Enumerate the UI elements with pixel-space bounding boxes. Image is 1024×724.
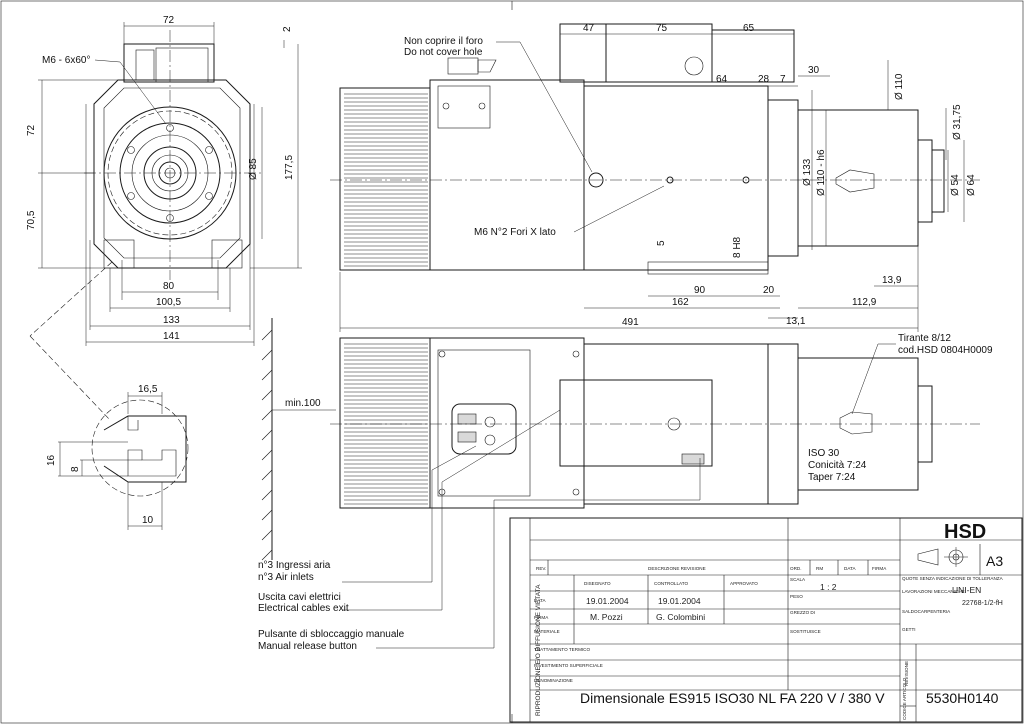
col-disegnato: DISEGNATO <box>584 581 611 586</box>
checked-by: G. Colombini <box>656 612 705 622</box>
row-rivestimento: RIVESTIMENTO SUPERFICIALE <box>534 663 603 668</box>
wall: min.100 <box>261 318 336 561</box>
dim-70-5: 70,5 <box>26 210 37 230</box>
dim-75: 75 <box>656 23 668 34</box>
col-approvato: APPROVATO <box>730 581 758 586</box>
dim-72-left: 72 <box>26 124 37 136</box>
hdr-firma: FIRMA <box>872 566 887 571</box>
dim-47: 47 <box>583 23 595 34</box>
date-checked: 19.01.2004 <box>658 596 701 606</box>
dim-72-top: 72 <box>163 15 175 26</box>
hdr-rev: REV. <box>536 566 546 571</box>
dim-5: 5 <box>656 240 667 246</box>
legend-air-it: n°3 Ingressi aria <box>258 560 331 571</box>
title-block: REV. DESCRIZIONE REVISIONE ORD. RM DATA … <box>509 517 1023 723</box>
dim-diam-110: Ø 110 <box>894 73 905 100</box>
dim-8-h8: 8 H8 <box>732 236 743 258</box>
detail-view: 16,5 16 8 10 <box>46 384 189 530</box>
tolerance-note: QUOTE SENZA INDICAZIONE DI TOLLERANZA <box>902 576 1004 581</box>
conicity-label: Conicità 7:24 <box>808 460 867 471</box>
legend-air-en: n°3 Air inlets <box>258 572 314 583</box>
dim-100-5: 100,5 <box>156 297 181 308</box>
row-materiale: MATERIALE <box>534 629 560 634</box>
dim-diam-110-h6: Ø 110 - h6 <box>816 149 827 196</box>
standard: UNI-EN <box>952 585 981 595</box>
date-drawn: 19.01.2004 <box>586 596 629 606</box>
detail-dim-16-5: 16,5 <box>138 384 158 395</box>
dim-diam-85: Ø 85 <box>248 158 259 180</box>
dim-64: 64 <box>716 74 728 85</box>
drawing-code: 5530H0140 <box>926 690 999 706</box>
col-peso: PESO <box>790 594 803 599</box>
sheet-format: A3 <box>986 553 1003 569</box>
col-grezzo: GREZZO DI <box>790 610 815 615</box>
row-data: DATA <box>534 598 547 603</box>
dim-80: 80 <box>163 281 175 292</box>
row-firma: FIRMA <box>534 615 549 620</box>
dim-491: 491 <box>622 317 639 328</box>
hdr-rm: RM <box>816 566 823 571</box>
dim-133: 133 <box>163 315 180 326</box>
top-view: Tirante 8/12 cod.HSD 0804H0009 ISO 30 Co… <box>330 333 993 509</box>
legend-release-it: Pulsante di sbloccaggio manuale <box>258 629 405 640</box>
note-do-not-cover-it: Non coprire il foro <box>404 36 483 47</box>
side-view: 47 75 65 64 28 7 30 Ø 110 Ø 31,75 Ø 133 … <box>330 23 980 332</box>
dim-7: 7 <box>780 74 786 85</box>
iso-label: ISO 30 <box>808 448 840 459</box>
dim-177-5: 177,5 <box>284 155 295 180</box>
drawing-title: Dimensionale ES915 ISO30 NL FA 220 V / 3… <box>580 690 885 706</box>
legend-cables-it: Uscita cavi elettrici <box>258 592 341 603</box>
hdr-ord: ORD. <box>790 566 801 571</box>
hdr-desc: DESCRIZIONE REVISIONE <box>648 566 706 571</box>
codice: CODICE ARTICOLO <box>902 677 907 720</box>
col-controllato: CONTROLLATO <box>654 581 688 586</box>
dim-30: 30 <box>808 65 820 76</box>
dim-13-9: 13,9 <box>882 275 902 286</box>
vertical-note: RIPRODUZIONE E/O DIFFUSIONE VIETATA <box>535 584 542 716</box>
col-scala: SCALA <box>790 577 806 582</box>
dim-65: 65 <box>743 23 755 34</box>
min-distance: min.100 <box>285 398 321 409</box>
legend-cables-en: Electrical cables exit <box>258 603 349 614</box>
lavorazioni: LAVORAZIONI MECCANICHE <box>902 589 965 594</box>
dim-141: 141 <box>163 331 180 342</box>
brand-logo: HSD <box>944 521 986 543</box>
holes-note: M6 N°2 Fori X lato <box>474 227 556 238</box>
detail-dim-16: 16 <box>46 454 57 466</box>
dim-diam-31-75: Ø 31,75 <box>952 104 963 140</box>
tie-rod-label: Tirante 8/12 <box>898 333 951 344</box>
dim-90: 90 <box>694 285 706 296</box>
row-trattamento: TRATTAMENTO TERMICO <box>534 647 590 652</box>
tie-rod-code: cod.HSD 0804H0009 <box>898 345 993 356</box>
dim-2: 2 <box>282 26 293 32</box>
front-view: 72 2 72 70,5 Ø 85 177,5 80 100,5 133 141 <box>26 15 302 421</box>
col-sostituisce: SOSTITUISCE <box>790 629 821 634</box>
dim-diam-54: Ø 54 <box>950 174 961 196</box>
standard-code: 22768-1/2-fH <box>962 600 1003 607</box>
getti: GETTI <box>902 627 916 632</box>
detail-dim-10: 10 <box>142 515 154 526</box>
revisione: REVISIONE <box>904 661 909 686</box>
legend: n°3 Ingressi aria n°3 Air inlets Uscita … <box>258 560 405 652</box>
detail-dim-8: 8 <box>70 466 81 472</box>
thread-label: M6 - 6x60° <box>42 55 90 66</box>
scale-value: 1 : 2 <box>820 582 837 592</box>
dim-162: 162 <box>672 297 689 308</box>
dim-13-1: 13,1 <box>786 316 806 327</box>
dim-112-9: 112,9 <box>852 297 877 308</box>
dim-28: 28 <box>758 74 770 85</box>
note-do-not-cover-en: Do not cover hole <box>404 47 483 58</box>
legend-leaders <box>342 409 701 649</box>
legend-release-en: Manual release button <box>258 641 357 652</box>
saldo: SALDOCARPENTERIA <box>902 609 951 614</box>
dim-diam-64: Ø 64 <box>966 174 977 196</box>
dim-diam-133: Ø 133 <box>802 158 813 186</box>
taper-label: Taper 7:24 <box>808 472 856 483</box>
dim-20: 20 <box>763 285 775 296</box>
hdr-data: DATA <box>844 566 857 571</box>
projection-symbol-icon <box>917 547 968 567</box>
row-denominazione: DENOMINAZIONE <box>534 678 573 683</box>
drawn-by: M. Pozzi <box>590 612 623 622</box>
